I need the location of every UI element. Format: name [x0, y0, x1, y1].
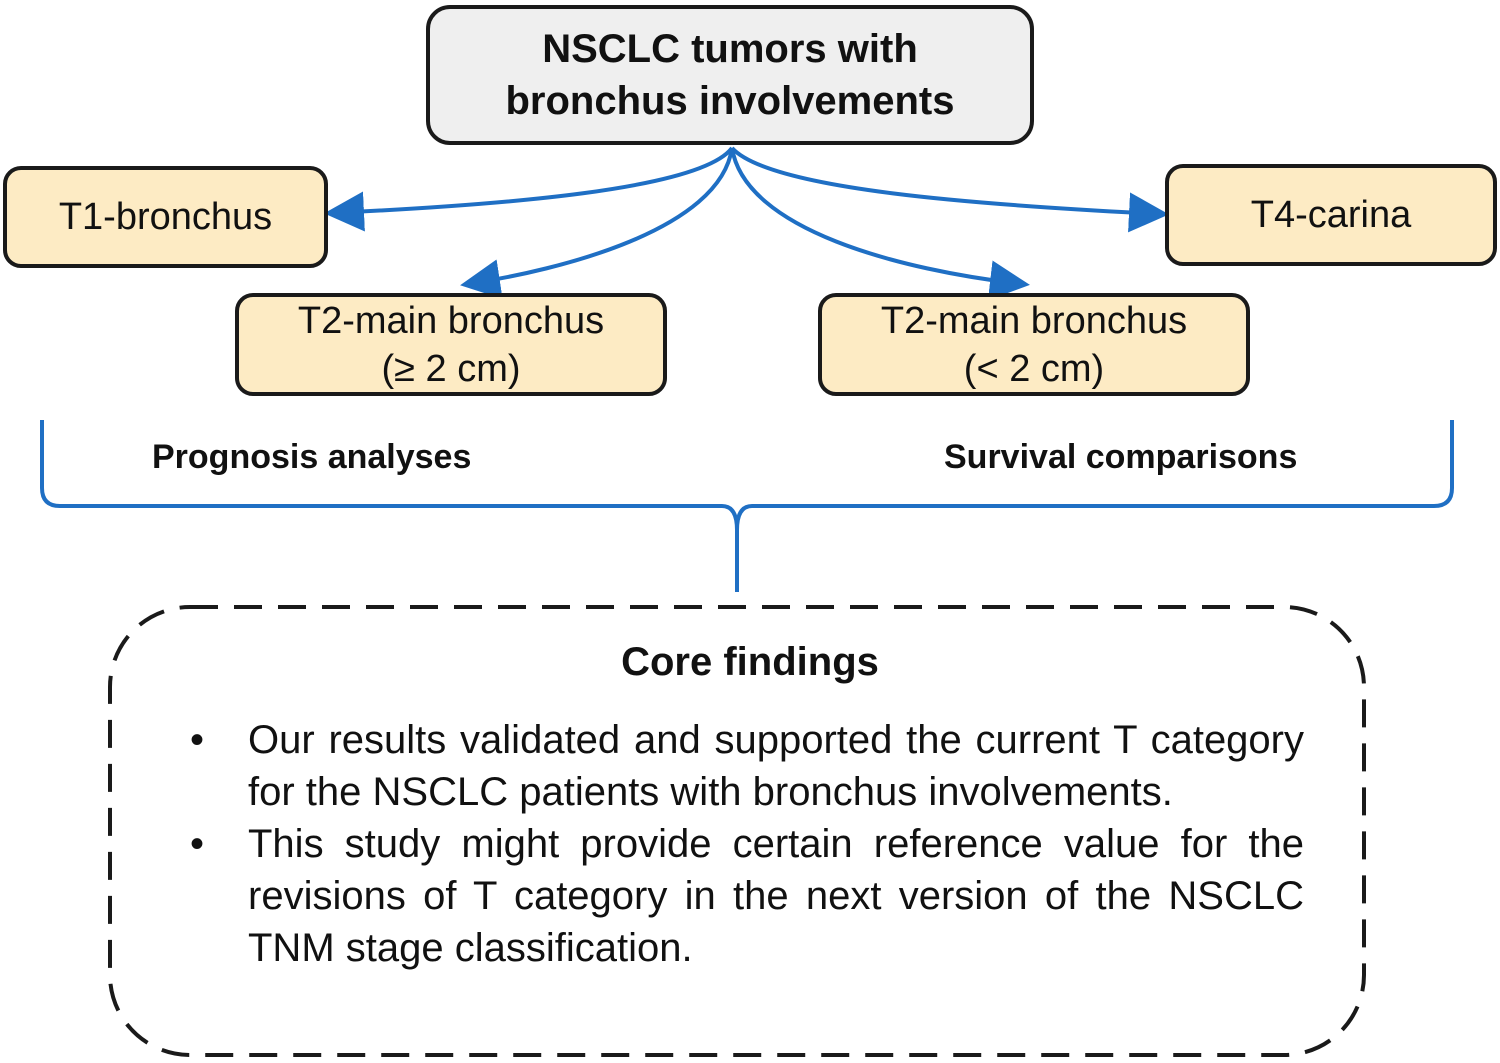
finding-item: • This study might provide certain refer… [190, 818, 1304, 974]
core-findings-list: • Our results validated and supported th… [190, 714, 1304, 974]
bullet-point: • [190, 822, 205, 866]
finding-item: • Our results validated and supported th… [190, 714, 1304, 818]
arrow-to-t4 [730, 146, 1169, 233]
bullet-point: • [190, 718, 205, 762]
t2-main-bronchus-large-node: T2-main bronchus (≥ 2 cm) [235, 293, 667, 396]
survival-comparisons-label: Survival comparisons [944, 438, 1298, 476]
t4-carina-node: T4-carina [1165, 164, 1497, 266]
t2-large-line1: T2-main bronchus [297, 299, 605, 342]
arrow-to-t1 [324, 146, 734, 232]
t4-carina-label: T4-carina [1250, 194, 1412, 236]
root-node: NSCLC tumors with bronchus involvements [426, 5, 1034, 145]
t2-large-line2: (≥ 2 cm) [381, 347, 521, 390]
arrow-to-t2-small [730, 147, 1030, 301]
core-findings-title: Core findings [621, 640, 879, 684]
finding-text: Our results validated and supported the … [248, 718, 1304, 814]
arrow-to-t2-large [460, 147, 734, 299]
t2-main-bronchus-small-node: T2-main bronchus (< 2 cm) [818, 293, 1250, 396]
root-node-line1: NSCLC tumors with [542, 27, 918, 71]
t1-bronchus-label: T1-bronchus [58, 196, 273, 238]
core-findings-frame [108, 605, 1366, 1057]
prognosis-analyses-label: Prognosis analyses [152, 438, 472, 476]
t2-small-line1: T2-main bronchus [880, 299, 1188, 342]
analysis-brace [40, 420, 1454, 592]
t2-small-line2: (< 2 cm) [963, 347, 1105, 390]
root-node-line2: bronchus involvements [505, 79, 955, 123]
finding-text: This study might provide certain referen… [248, 822, 1304, 970]
t1-bronchus-node: T1-bronchus [3, 166, 328, 268]
